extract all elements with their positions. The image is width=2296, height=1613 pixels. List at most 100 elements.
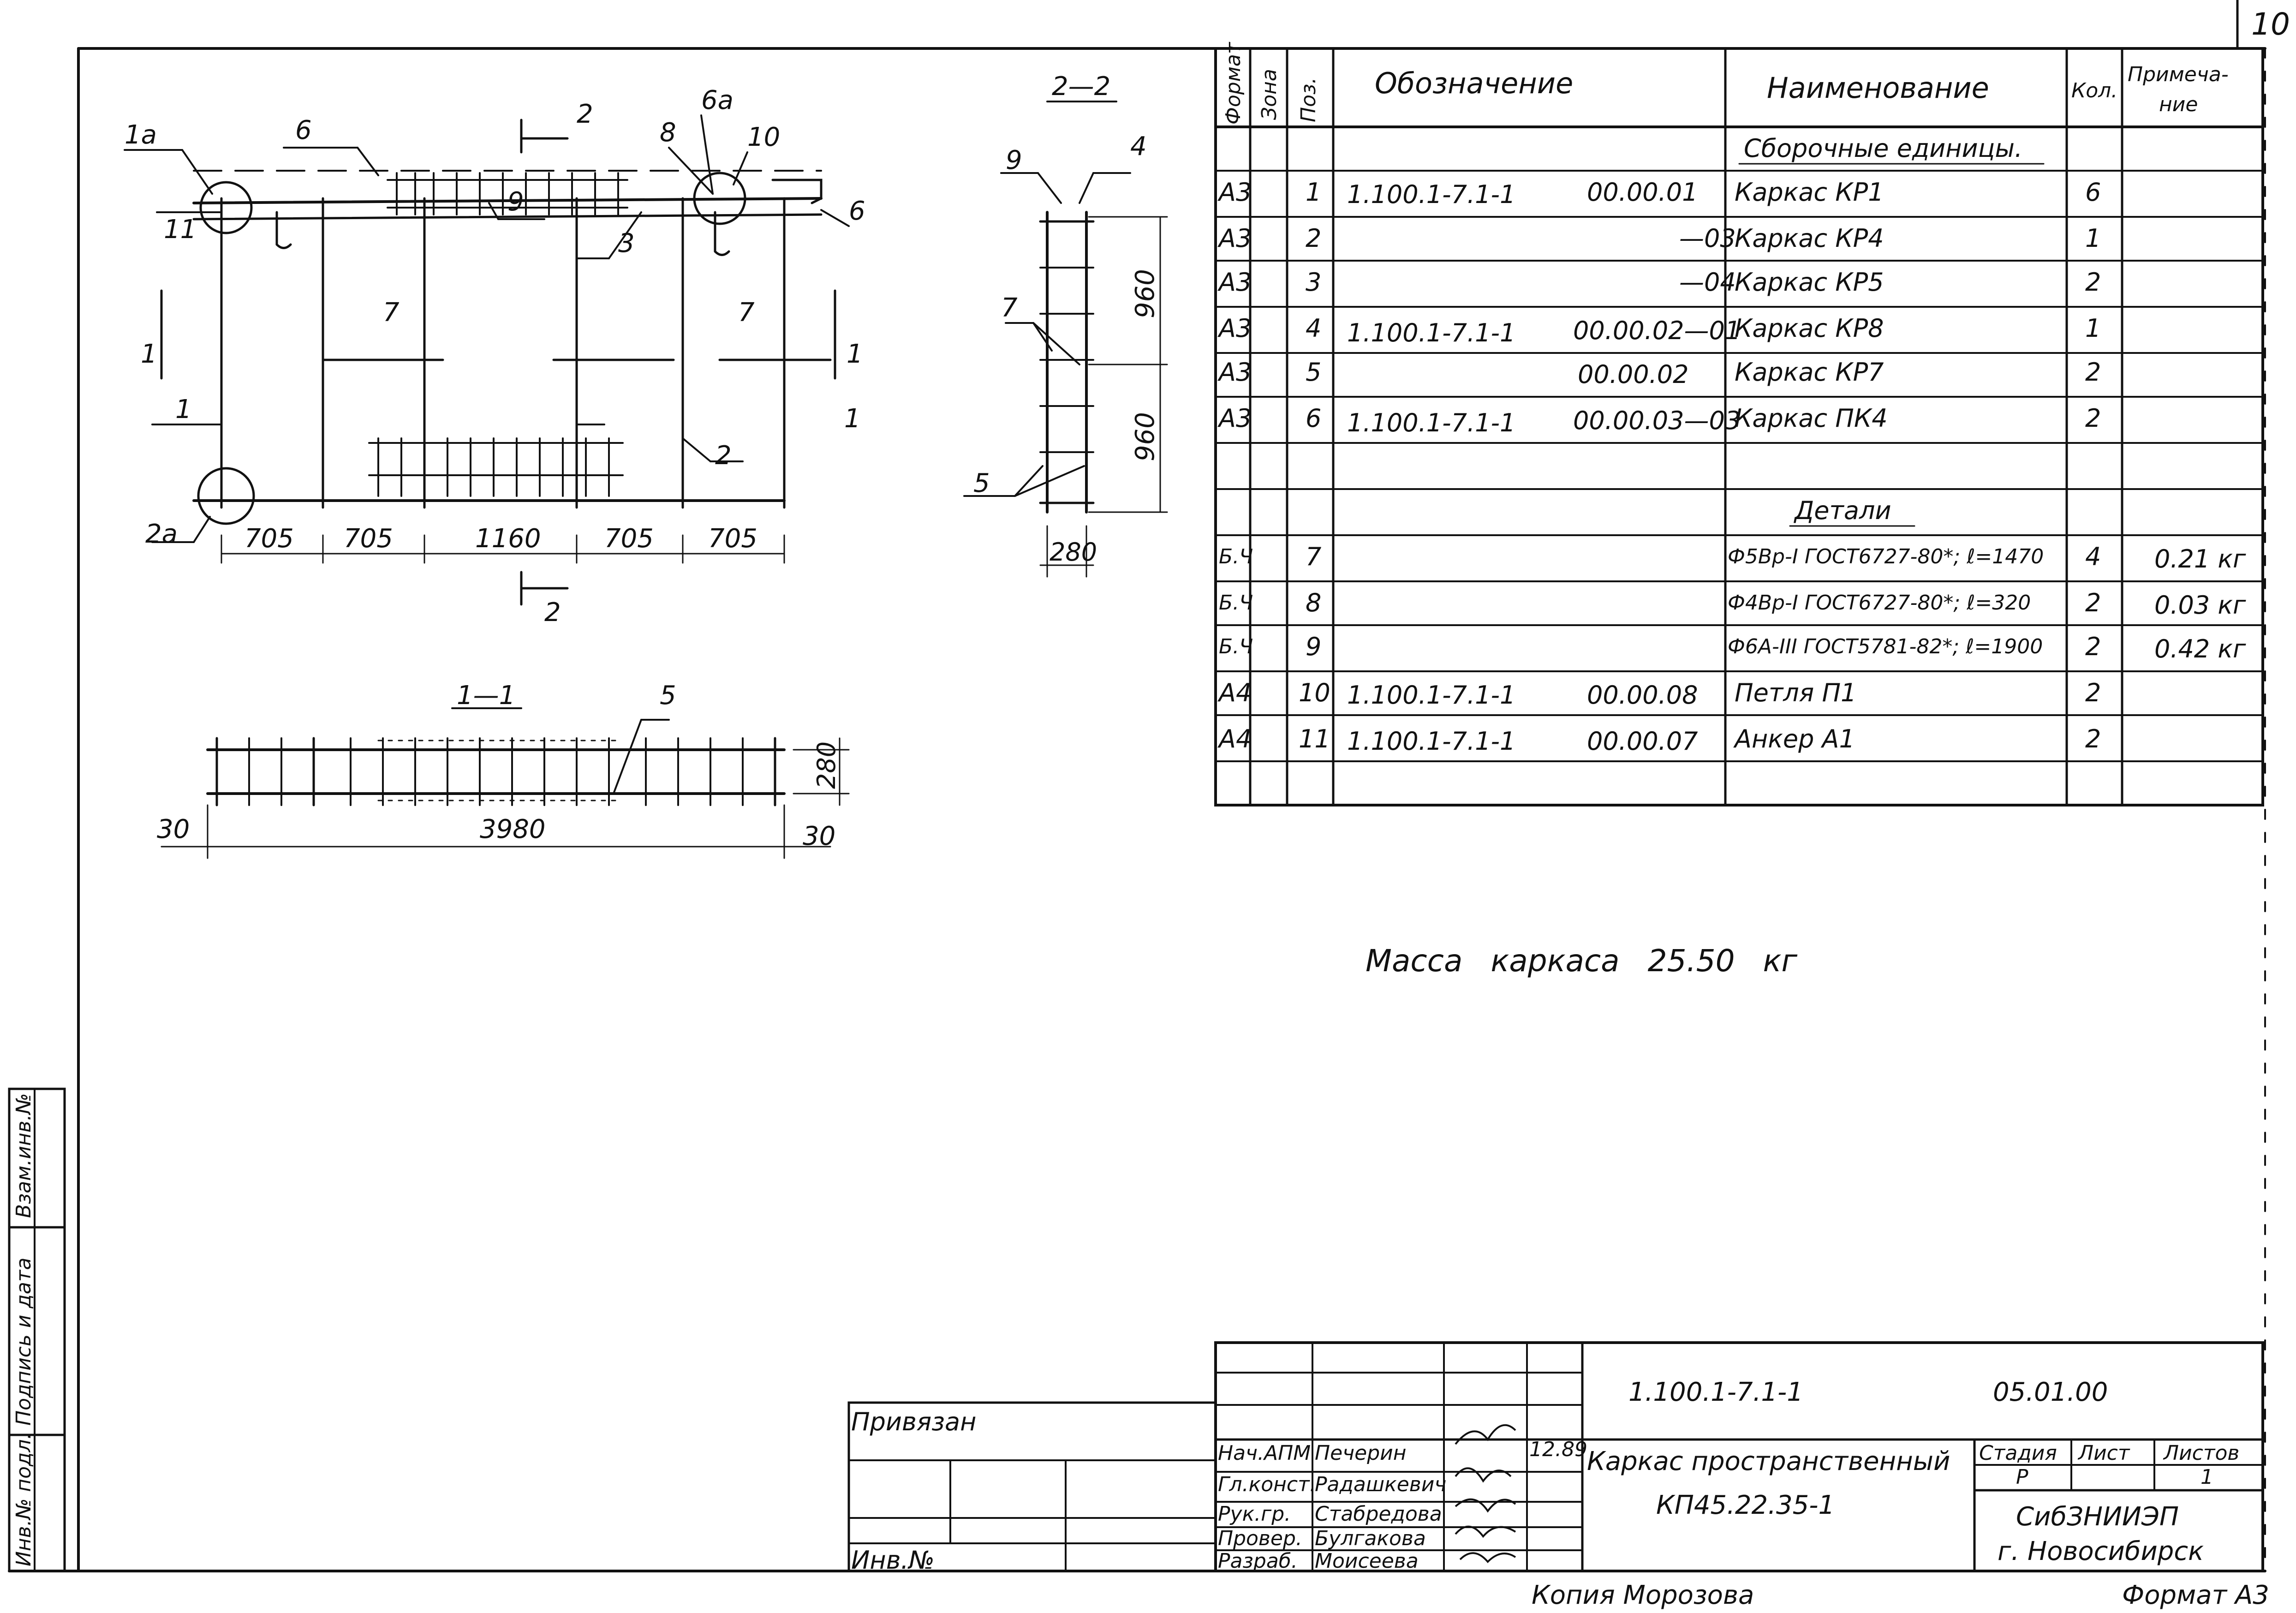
row-qty: 2	[2085, 724, 2101, 753]
label-2a: 2а	[145, 519, 178, 549]
row-code: —04	[1679, 268, 1736, 297]
row-qty: 2	[2085, 632, 2101, 661]
section-11-dim-30-left: 30	[157, 814, 190, 844]
staff-name: Печерин	[1315, 1441, 1407, 1465]
section-22-dim-960-bottom: 960	[1130, 412, 1160, 461]
section-11-title: 1—1	[457, 681, 516, 711]
row-name: Каркас КР4	[1735, 224, 1884, 253]
row-pos: 4	[1306, 314, 1322, 343]
row-qty: 2	[2085, 678, 2101, 707]
dim-705-1: 705	[245, 524, 294, 554]
signatures-image	[1455, 1424, 1516, 1563]
row-pos: 10	[1299, 678, 1330, 707]
row-name: Каркас КР8	[1735, 314, 1884, 343]
row-code: 00.00.07	[1587, 727, 1698, 756]
row-format: А3	[1219, 358, 1252, 387]
stage-value: Р	[2016, 1465, 2028, 1489]
sheet-number: 10	[2251, 6, 2290, 42]
row-doc: 1.100.1-7.1-1	[1347, 727, 1516, 756]
label-7-right: 7	[738, 298, 755, 328]
row-qty: 4	[2085, 542, 2101, 571]
section-11-dim-280: 280	[812, 741, 841, 789]
row-name: Ф6А-III ГОСТ5781-82*; ℓ=1900	[1728, 635, 2043, 658]
row-format: Б.Ч	[1219, 545, 1253, 568]
footer-copy: Копия Морозова	[1532, 1580, 1754, 1610]
row-name: Ф5Вр-I ГОСТ6727-80*; ℓ=1470	[1728, 545, 2044, 568]
dim-1160: 1160	[475, 524, 541, 554]
row-name: Каркас КР1	[1735, 178, 1884, 207]
label-section-1-left: 1	[141, 339, 157, 369]
section-22-title: 2—2	[1052, 72, 1111, 102]
row-pos: 1	[1306, 178, 1322, 207]
label-6a: 6а	[701, 85, 734, 115]
row-pos: 3	[1306, 268, 1322, 297]
staff-name: Радашкевич	[1315, 1473, 1447, 1496]
side-vzam: Взам.инв.№	[12, 1093, 36, 1218]
row-format: А3	[1219, 268, 1252, 297]
stage-label: Стадия	[1979, 1441, 2057, 1465]
section-11-label-5: 5	[660, 681, 676, 711]
staff-role: Провер.	[1218, 1527, 1302, 1550]
row-format: А3	[1219, 178, 1252, 207]
org-line1: СибЗНИИЭП	[2016, 1502, 2179, 1532]
sign-date: 12.89	[1529, 1438, 1587, 1461]
section-22-dim-960-top: 960	[1130, 269, 1160, 318]
row-format: А4	[1219, 724, 1252, 753]
staff-role: Разраб.	[1218, 1549, 1298, 1573]
row-note: 0.21 кг	[2154, 544, 2246, 574]
inv-no: Инв.№	[851, 1546, 935, 1575]
doc-code: 1.100.1-7.1-1	[1628, 1377, 1803, 1407]
row-code: —03	[1679, 224, 1736, 253]
footer-format: Формат А3	[2122, 1580, 2269, 1610]
label-2: 2	[715, 441, 732, 471]
label-10: 10	[747, 122, 781, 152]
row-name: Ф4Вр-I ГОСТ6727-80*; ℓ=320	[1728, 591, 2031, 615]
row-format: А3	[1219, 224, 1252, 253]
section-22-label-7: 7	[1001, 293, 1018, 323]
section-11-dim-3980: 3980	[480, 814, 546, 844]
row-pos: 11	[1299, 724, 1330, 753]
row-qty: 1	[2085, 224, 2101, 253]
row-name: Каркас КР7	[1735, 358, 1884, 387]
row-note: 0.03 кг	[2154, 591, 2246, 620]
row-code: 00.00.08	[1587, 681, 1698, 710]
row-name: Каркас КР5	[1735, 268, 1884, 297]
row-doc: 1.100.1-7.1-1	[1347, 681, 1516, 710]
label-9: 9	[507, 187, 524, 217]
header-note-2: ние	[2159, 93, 2198, 116]
section-assembly: Сборочные единицы.	[1744, 134, 2023, 163]
label-6-right: 6	[849, 196, 865, 226]
dim-705-2: 705	[344, 524, 393, 554]
row-pos: 2	[1306, 224, 1322, 253]
row-name: Каркас ПК4	[1735, 404, 1888, 433]
row-note: 0.42 кг	[2154, 634, 2246, 663]
row-name: Анкер А1	[1735, 724, 1855, 753]
dim-705-4: 705	[708, 524, 757, 554]
side-inv-podl: Инв.№ подл.	[12, 1433, 36, 1566]
row-qty: 2	[2085, 588, 2101, 617]
label-1-right: 1	[844, 404, 861, 434]
row-format: Б.Ч	[1219, 591, 1253, 615]
org-line2: г. Новосибирск	[1998, 1536, 2204, 1566]
section-22-dim-280: 280	[1050, 538, 1097, 567]
row-format: А3	[1219, 404, 1252, 433]
header-name: Наименование	[1767, 71, 1989, 105]
row-format: Б.Ч	[1219, 635, 1253, 658]
header-format: Формат	[1222, 42, 1245, 125]
row-qty: 2	[2085, 404, 2101, 433]
row-doc: 1.100.1-7.1-1	[1347, 408, 1516, 437]
header-zone: Зона	[1258, 69, 1281, 120]
label-1-left: 1	[175, 394, 192, 424]
sheet-label: Лист	[2078, 1441, 2130, 1465]
row-doc: 1.100.1-7.1-1	[1347, 318, 1516, 347]
staff-role: Гл.конст.	[1218, 1473, 1316, 1496]
row-qty: 2	[2085, 268, 2101, 297]
row-pos: 5	[1306, 358, 1322, 387]
row-pos: 7	[1306, 542, 1322, 571]
mass-note: Масса каркаса 25.50 кг	[1366, 943, 1798, 979]
row-pos: 6	[1306, 404, 1322, 433]
section-22-linework	[963, 101, 1168, 578]
title-block-grid	[847, 1341, 2264, 1572]
doc-title-line1: Каркас пространственный	[1587, 1446, 1950, 1476]
